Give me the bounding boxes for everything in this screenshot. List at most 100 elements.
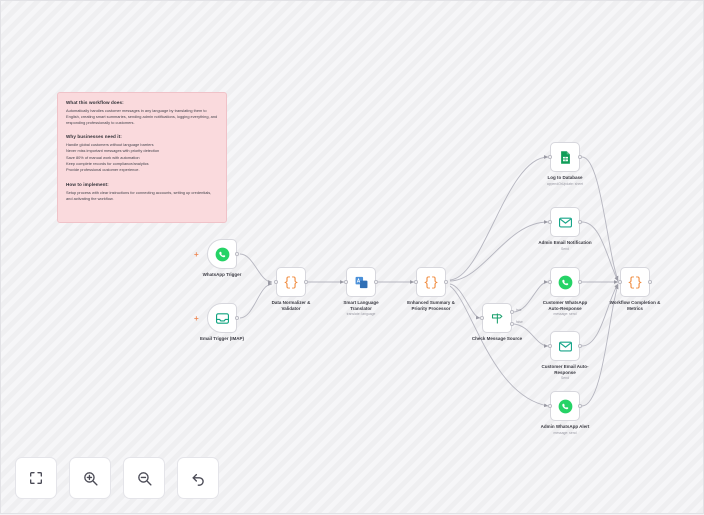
node-label: Customer WhatsApp Auto-Response <box>542 300 588 312</box>
whatsapp-icon <box>215 247 229 261</box>
add-node-plus-icon[interactable]: + <box>194 250 199 259</box>
node-label: Admin WhatsApp Alert <box>540 424 590 429</box>
input-port[interactable] <box>274 280 278 284</box>
output-port[interactable] <box>304 280 308 284</box>
input-port[interactable] <box>414 280 418 284</box>
node-label: Email Trigger (IMAP) <box>199 336 244 341</box>
node-body[interactable]: {} <box>620 267 650 297</box>
node-label: Smart Language Translator <box>343 300 379 312</box>
output-port[interactable] <box>578 404 582 408</box>
node-label: Log to Database <box>547 175 583 180</box>
code-icon: {} <box>627 274 643 290</box>
node-body[interactable] <box>550 142 580 172</box>
node-label: Check Message Source <box>471 336 523 341</box>
code-icon: {} <box>283 274 299 290</box>
node-subtitle: message: send <box>553 312 577 316</box>
sticky-bullet: Save 80% of manual work with automation <box>66 154 140 160</box>
node-subtitle: translate: language <box>346 312 376 316</box>
output-port-false[interactable] <box>510 322 514 326</box>
node-body[interactable] <box>346 267 376 297</box>
email-icon <box>558 217 572 227</box>
node-admin-email[interactable]: Admin Email Notification Send <box>538 207 592 251</box>
sticky-body-how: Setup process with clear instructions fo… <box>66 189 212 201</box>
canvas-toolbar <box>15 457 219 499</box>
node-subtitle: Send <box>561 247 569 251</box>
node-body[interactable] <box>207 239 237 269</box>
output-port[interactable] <box>235 252 239 256</box>
node-customer-whatsapp[interactable]: Customer WhatsApp Auto-Response message:… <box>543 267 587 316</box>
output-port[interactable] <box>578 280 582 284</box>
node-body[interactable] <box>550 207 580 237</box>
output-port[interactable] <box>578 344 582 348</box>
input-port[interactable] <box>548 155 552 159</box>
sticky-bullets-why: Handle global customers without language… <box>66 142 218 174</box>
output-port[interactable] <box>235 316 239 320</box>
whatsapp-icon <box>558 399 572 413</box>
fit-to-view-button[interactable] <box>15 457 57 499</box>
switch-icon <box>491 313 502 323</box>
node-data-normalizer[interactable]: {} Data Normalizer & Validator <box>272 267 310 311</box>
output-port-true[interactable] <box>510 310 514 314</box>
output-port[interactable] <box>374 280 378 284</box>
node-body[interactable] <box>482 303 512 333</box>
inbox-icon <box>215 312 229 324</box>
node-subtitle: appendOrUpdate: sheet <box>546 182 584 186</box>
input-port[interactable] <box>618 280 622 284</box>
add-node-plus-icon[interactable]: + <box>194 314 199 323</box>
node-customer-email[interactable]: Customer Email Auto- Response Send <box>541 331 589 380</box>
sticky-heading-what: What this workflow does: <box>66 100 124 105</box>
code-icon: {} <box>423 274 439 290</box>
email-icon <box>558 341 572 351</box>
node-label: Enhanced Summary & Priority Processor <box>407 300 455 312</box>
input-port[interactable] <box>548 404 552 408</box>
whatsapp-icon <box>558 275 572 289</box>
undo-icon <box>192 473 204 486</box>
output-label-true: true <box>516 308 522 312</box>
zoom-out-button[interactable] <box>123 457 165 499</box>
node-admin-whatsapp[interactable]: Admin WhatsApp Alert message: send <box>541 391 589 435</box>
node-label: WhatsApp Trigger <box>202 272 242 277</box>
input-port[interactable] <box>480 316 484 320</box>
node-email-trigger[interactable]: + Email Trigger (IMAP) <box>194 303 244 341</box>
sticky-note[interactable]: What this workflow does: Automatically h… <box>57 92 227 223</box>
node-summary-processor[interactable]: {} Enhanced Summary & Priority Processor <box>407 267 455 311</box>
node-body[interactable] <box>207 303 237 333</box>
sticky-bullet: Handle global customers without language… <box>66 142 154 148</box>
node-label: Customer Email Auto- Response <box>541 364 589 376</box>
sticky-heading-how: How to implement: <box>66 181 109 187</box>
node-workflow-completion[interactable]: {} Workflow Completion & Metrics <box>610 267 660 311</box>
node-whatsapp-trigger[interactable]: + WhatsApp Trigger <box>194 239 241 277</box>
node-language-translator[interactable]: Smart Language Translator translate: lan… <box>343 267 379 316</box>
zoom-in-icon <box>83 471 98 486</box>
sticky-bullet: Provide professional customer experience… <box>66 167 140 173</box>
input-port[interactable] <box>548 220 552 224</box>
node-label: Admin Email Notification <box>538 240 592 245</box>
node-body[interactable]: {} <box>276 267 306 297</box>
sticky-body-what: Automatically handles customer messages … <box>66 108 218 126</box>
node-label: Data Normalizer & Validator <box>271 300 311 312</box>
node-log-to-database[interactable]: Log to Database appendOrUpdate: sheet <box>547 142 583 186</box>
reset-view-button[interactable] <box>177 457 219 499</box>
node-body[interactable] <box>550 391 580 421</box>
sticky-bullet: Keep complete records for compliance/ana… <box>66 161 149 167</box>
output-port[interactable] <box>648 280 652 284</box>
translate-icon <box>355 276 367 288</box>
sticky-heading-why: Why businesses need it: <box>66 134 122 140</box>
node-subtitle: message: send <box>553 431 577 435</box>
node-body[interactable]: {} <box>416 267 446 297</box>
sheets-icon <box>560 150 570 164</box>
output-port[interactable] <box>578 220 582 224</box>
node-body[interactable] <box>550 331 580 361</box>
output-port[interactable] <box>578 155 582 159</box>
output-port[interactable] <box>444 280 448 284</box>
node-body[interactable] <box>550 267 580 297</box>
fit-screen-icon <box>30 472 42 484</box>
node-check-message-source[interactable]: true false Check Message Source <box>472 303 523 341</box>
zoom-in-button[interactable] <box>69 457 111 499</box>
input-port[interactable] <box>548 280 552 284</box>
node-label: Workflow Completion & Metrics <box>609 300 661 312</box>
input-port[interactable] <box>548 344 552 348</box>
input-port[interactable] <box>344 280 348 284</box>
